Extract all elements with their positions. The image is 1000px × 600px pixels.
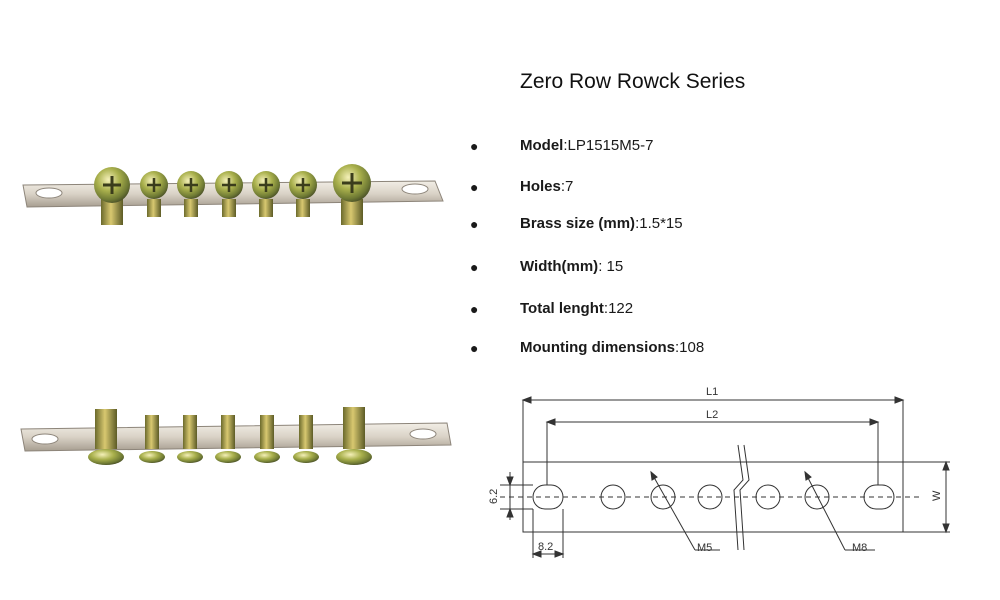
spec-value: 122 — [608, 300, 634, 317]
dimension-l1: L1 — [706, 386, 718, 398]
thread-label-m8: M8 — [852, 542, 867, 554]
spec-label: Holes — [520, 178, 561, 195]
product-photo-top — [22, 164, 444, 225]
busbar-side — [20, 422, 452, 452]
page-title: Zero Row Rowck Series — [520, 70, 746, 93]
bullet-icon: ● — [470, 179, 479, 195]
spec-label: Width(mm) — [520, 258, 599, 275]
spec-label: Model — [520, 137, 564, 154]
screw-threads — [88, 407, 372, 465]
bullet-icon: ● — [470, 138, 479, 154]
spec-value: LP1515M5-7 — [567, 137, 654, 154]
thread-label-m5: M5 — [697, 542, 712, 554]
spec-label: Brass size (mm) — [520, 215, 636, 232]
spec-value: 108 — [679, 339, 705, 356]
spec-value: 7 — [565, 178, 574, 195]
dimension-hole-height: 6.2 — [488, 489, 500, 504]
bullet-icon: ● — [470, 259, 479, 275]
spec-value: 1.5*15 — [639, 215, 683, 232]
bullet-icon: ● — [470, 340, 479, 356]
dimension-l2: L2 — [706, 409, 718, 421]
product-photo-bottom — [20, 407, 452, 465]
spec-label: Total lenght — [520, 300, 604, 317]
technical-drawing: L1 L2 6.2 8.2 M5 M8 W — [488, 386, 950, 558]
bullet-icon: ● — [470, 301, 479, 317]
dimension-w: W — [931, 490, 943, 501]
bullet-icon: ● — [470, 216, 479, 232]
dimension-hole-offset: 8.2 — [538, 541, 553, 553]
spec-value: 15 — [602, 258, 624, 275]
screw-row — [94, 164, 371, 225]
spec-label: Mounting dimensions — [520, 339, 675, 356]
